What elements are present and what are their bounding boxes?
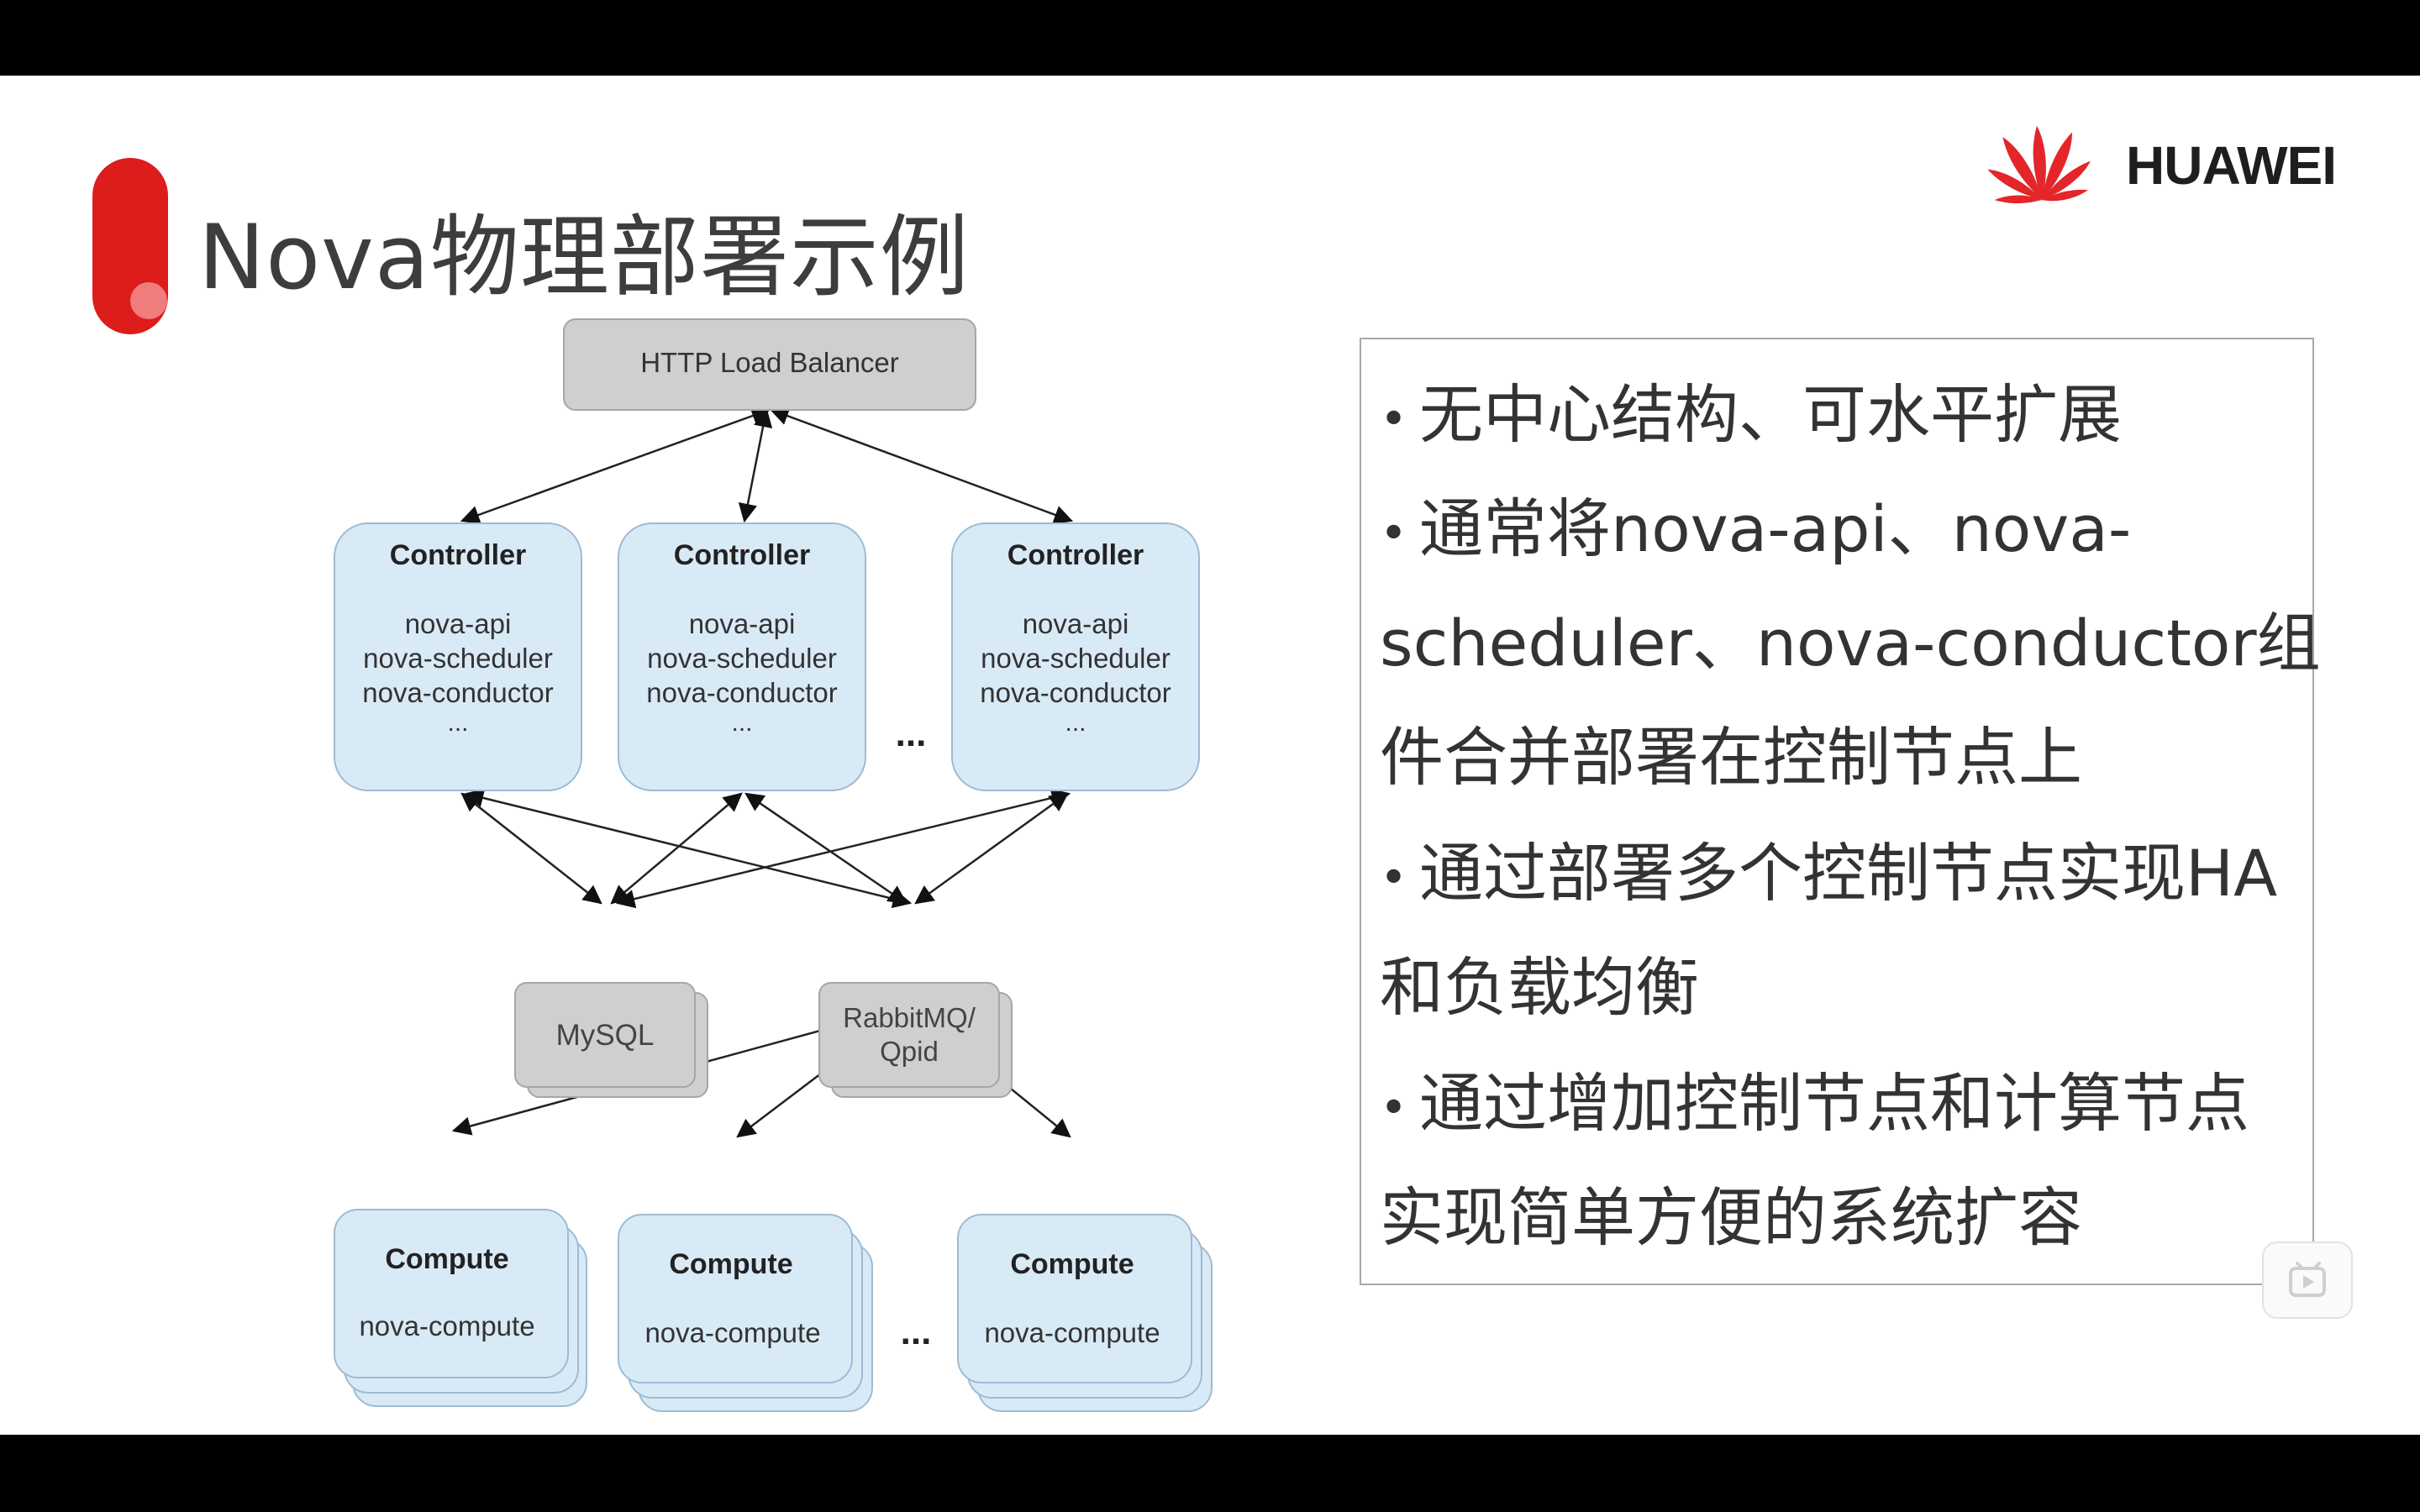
mysql-node: MySQL	[514, 982, 708, 1098]
message-queue-node: RabbitMQ/ Qpid	[818, 982, 1013, 1098]
controller-ellipsis: ...	[896, 713, 927, 754]
controller-node-3: Controller nova-api nova-scheduler nova-…	[951, 522, 1200, 791]
compute-title: Compute	[669, 1248, 792, 1280]
title-accent-dot	[130, 282, 167, 319]
bullet-item: •无中心结构、可水平扩展	[1380, 377, 2123, 452]
compute-label: nova-compute	[984, 1317, 1160, 1348]
controller-node-2: Controller nova-api nova-scheduler nova-…	[618, 522, 866, 791]
controller-line: nova-api	[1023, 608, 1129, 639]
bullet-item: •通过部署多个控制节点实现HA	[1380, 836, 2278, 911]
compute-ellipsis: ...	[901, 1311, 932, 1352]
load-balancer-label: HTTP Load Balancer	[640, 347, 899, 378]
controller-title: Controller	[390, 539, 526, 571]
huawei-logo-text: HUAWEI	[2126, 135, 2337, 196]
bullet-continuation: 件合并部署在控制节点上	[1380, 720, 2082, 795]
bullet-dot-icon: •	[1380, 1080, 1408, 1136]
compute-node-2: Compute nova-compute	[618, 1214, 873, 1412]
controller-line: nova-conductor	[980, 677, 1171, 708]
slide: Nova物理部署示例 HUAWEI	[0, 76, 2420, 1435]
mq-label-line2: Qpid	[880, 1036, 939, 1067]
video-play-button[interactable]	[2262, 1242, 2353, 1319]
title-accent-bar	[92, 158, 168, 334]
controller-line: nova-api	[405, 608, 512, 639]
page-title: Nova物理部署示例	[198, 206, 970, 309]
controller-node-1: Controller nova-api nova-scheduler nova-…	[334, 522, 582, 791]
compute-label: nova-compute	[644, 1317, 820, 1348]
controller-line: nova-conductor	[362, 677, 553, 708]
bullet-dot-icon: •	[1380, 850, 1408, 906]
controller-title: Controller	[1007, 539, 1144, 571]
controller-line: nova-conductor	[646, 677, 837, 708]
compute-node-1: Compute nova-compute	[334, 1209, 587, 1407]
compute-title: Compute	[385, 1243, 508, 1275]
bullet-continuation: 实现简单方便的系统扩容	[1380, 1180, 2082, 1255]
mysql-label: MySQL	[556, 1019, 655, 1052]
load-balancer-node	[563, 318, 976, 411]
bullet-item: •通常将nova-api、nova-	[1380, 491, 2132, 566]
compute-label: nova-compute	[359, 1310, 534, 1341]
huawei-logo-icon	[1987, 126, 2091, 204]
bullet-continuation: scheduler、nova-conductor组	[1380, 606, 2321, 680]
mq-label-line1: RabbitMQ/	[843, 1002, 976, 1033]
controller-line: nova-scheduler	[647, 643, 837, 674]
controller-line: ...	[731, 709, 752, 737]
bullet-item: •通过增加控制节点和计算节点	[1380, 1066, 2250, 1141]
controller-line: ...	[447, 709, 468, 737]
controller-line: ...	[1065, 709, 1086, 737]
bullet-text-box: •无中心结构、可水平扩展 •通常将nova-api、nova- schedule…	[1360, 338, 2321, 1285]
bullet-continuation: 和负载均衡	[1380, 950, 1699, 1025]
controller-line: nova-scheduler	[981, 643, 1171, 674]
controller-title: Controller	[674, 539, 810, 571]
controller-line: nova-scheduler	[363, 643, 553, 674]
compute-node-3: Compute nova-compute	[957, 1214, 1213, 1412]
compute-title: Compute	[1010, 1248, 1134, 1280]
architecture-diagram: HTTP Load Balancer Controller nova-api n…	[334, 318, 1213, 1412]
controller-line: nova-api	[689, 608, 796, 639]
play-icon	[2289, 1262, 2326, 1297]
bullet-dot-icon: •	[1380, 391, 1408, 447]
bullet-dot-icon: •	[1380, 506, 1408, 561]
